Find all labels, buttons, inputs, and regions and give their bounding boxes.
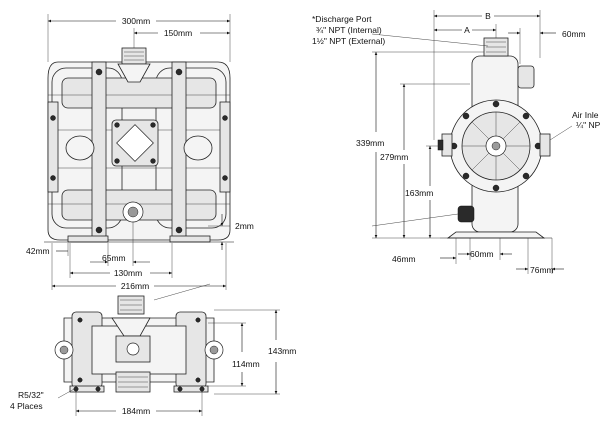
dim-discharge-offset: 60mm	[562, 29, 586, 39]
dim-height-upper: 279mm	[380, 152, 408, 162]
side-view	[437, 37, 552, 239]
dim-inner-base: 130mm	[114, 268, 142, 278]
dim-overall-width: 300mm	[122, 16, 150, 26]
discharge-port-line3: 1½" NPT (External)	[312, 36, 385, 46]
dim-base-height: 46mm	[392, 254, 416, 264]
dim-height-total: 339mm	[356, 138, 384, 148]
discharge-port-line2: ¾" NPT (Internal)	[316, 25, 382, 35]
front-dimensions: 300mm 150mm 2mm 42mm 65mm 130mm 216mm	[26, 14, 254, 291]
air-inlet-line2: ¼" NPT	[576, 120, 600, 130]
dim-a: A	[464, 25, 470, 35]
dim-half-width: 150mm	[164, 28, 192, 38]
discharge-port-line1: *Discharge Port	[312, 14, 372, 24]
dim-depth-feet: 114mm	[232, 359, 260, 369]
dim-depth-total: 143mm	[268, 346, 296, 356]
top-dimensions: 143mm 114mm R5/32" 4 Places 184mm	[10, 283, 296, 416]
dim-base-edge: 42mm	[26, 246, 50, 256]
dim-base-overhang: 76mm	[530, 265, 554, 275]
side-dimensions: B A 60mm *Discharge Port ¾" NPT (Interna…	[312, 10, 600, 275]
dim-foot-width: 184mm	[122, 406, 150, 416]
dim-foot-spacing: 65mm	[102, 253, 126, 263]
air-inlet-line1: Air Inle	[572, 110, 599, 120]
dim-height-offset: 2mm	[235, 221, 254, 231]
front-view	[44, 47, 234, 243]
dim-b: B	[485, 11, 491, 21]
hole-spec-line1: R5/32"	[18, 390, 44, 400]
dim-height-inlet: 163mm	[405, 188, 433, 198]
top-view	[54, 295, 224, 393]
dim-outer-base: 216mm	[121, 281, 149, 291]
dim-base-depth: 60mm	[470, 249, 494, 259]
hole-spec-line2: 4 Places	[10, 401, 43, 411]
